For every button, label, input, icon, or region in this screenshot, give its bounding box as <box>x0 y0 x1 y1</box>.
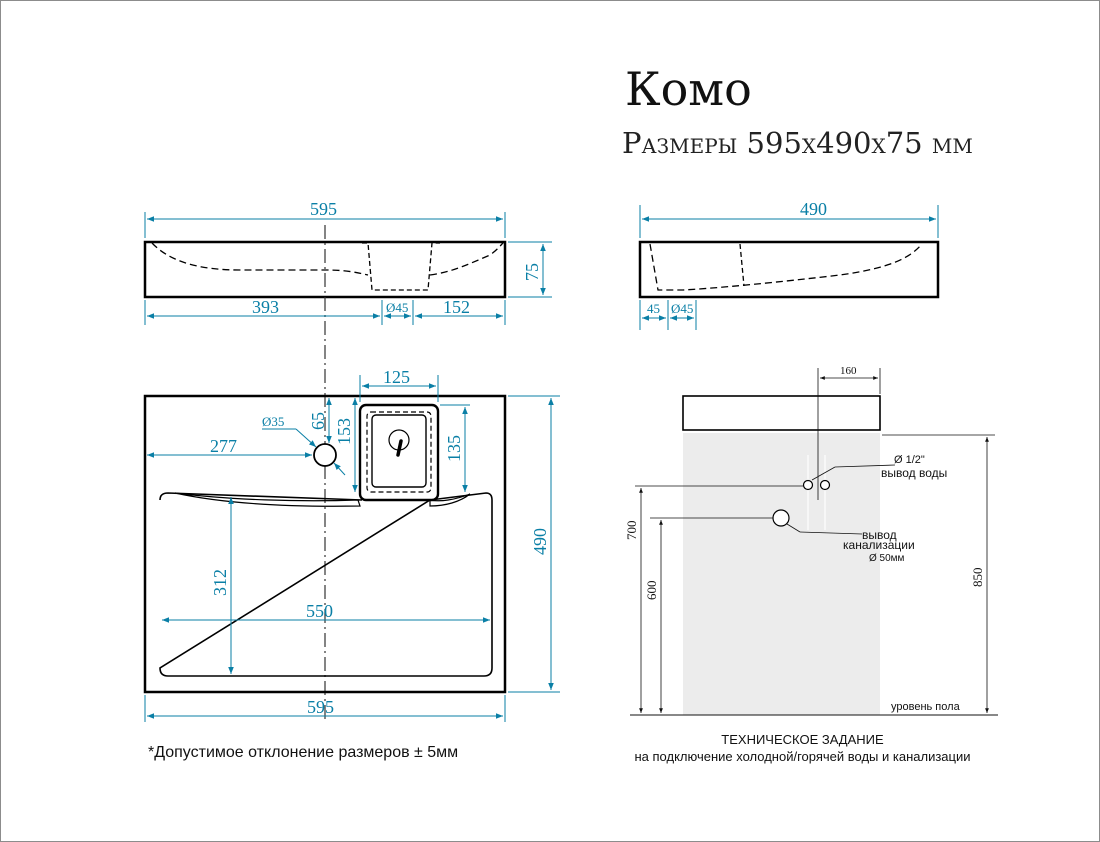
plan-view: 125 Ø35 65 153 277 135 490 312 550 595 <box>143 367 560 722</box>
basin-elevation <box>682 395 881 431</box>
dim-label-700: 700 <box>624 521 639 541</box>
drain-hidden-line <box>362 242 440 291</box>
drain-outlet <box>772 509 790 527</box>
dim-label-135: 135 <box>444 435 464 462</box>
dim-label-393: 393 <box>252 297 279 317</box>
bowl-outline <box>159 492 493 677</box>
faucet-ledge <box>358 403 440 502</box>
drain-label-2: канализации <box>843 538 915 552</box>
wall-area <box>683 433 880 715</box>
tolerance-note: *Допустимое отклонение размеров ± 5мм <box>148 744 459 761</box>
basin-plan-outline <box>143 394 507 694</box>
dim-label-160: 160 <box>840 365 857 377</box>
dim-label-850: 850 <box>970 568 985 588</box>
spec-subtitle: на подключение холодной/горячей воды и к… <box>634 749 971 764</box>
dim-label-75: 75 <box>522 263 542 281</box>
dim-label-152: 152 <box>443 297 470 317</box>
bowl-hidden-line-right <box>429 242 504 276</box>
hot-water-outlet <box>819 479 831 491</box>
right-side-view: 490 45 Ø45 <box>638 199 940 330</box>
dim-label-125: 125 <box>383 367 410 387</box>
dim-label-595-bottom: 595 <box>307 697 334 717</box>
dim-label-490-plan: 490 <box>530 528 550 555</box>
basin-side-outline <box>638 240 940 299</box>
drain-diameter-label: Ø 50мм <box>869 553 905 564</box>
basin-front-outline <box>143 240 507 299</box>
dim-label-600: 600 <box>644 581 659 601</box>
dim-label-312: 312 <box>210 569 230 596</box>
dim-label-65: 65 <box>308 412 328 430</box>
side-bowl-hidden-line <box>649 243 923 291</box>
bowl-hidden-line <box>151 242 369 276</box>
cold-water-outlet <box>802 479 814 491</box>
dim-label-153: 153 <box>334 418 354 445</box>
dim-label-490-side: 490 <box>800 199 827 219</box>
floor-label: уровень пола <box>891 701 961 713</box>
water-pipe-label: Ø 1/2" <box>894 454 925 466</box>
installation-view: 160 Ø 1/2" вывод воды вывод канализации … <box>624 365 998 716</box>
page-subtitle: Размеры 595х490х75 мм <box>622 126 973 160</box>
page-title: Комо <box>625 62 752 116</box>
water-outlet-label: вывод воды <box>881 466 947 480</box>
spec-title: ТЕХНИЧЕСКОЕ ЗАДАНИЕ <box>721 732 884 747</box>
dim-label-d45-side: Ø45 <box>671 301 693 316</box>
front-side-view: 595 75 393 Ø45 152 <box>143 199 552 720</box>
dim-label-d45: Ø45 <box>386 300 408 315</box>
faucet-hole <box>313 443 337 467</box>
dim-label-277: 277 <box>210 436 237 456</box>
drain-label-1: вывод <box>862 528 897 542</box>
dim-label-595: 595 <box>310 199 337 219</box>
side-drain-hidden-line <box>739 243 745 287</box>
dim-label-d35: Ø35 <box>262 414 284 429</box>
dim-label-550: 550 <box>306 601 333 621</box>
dim-label-45-side: 45 <box>647 301 660 316</box>
